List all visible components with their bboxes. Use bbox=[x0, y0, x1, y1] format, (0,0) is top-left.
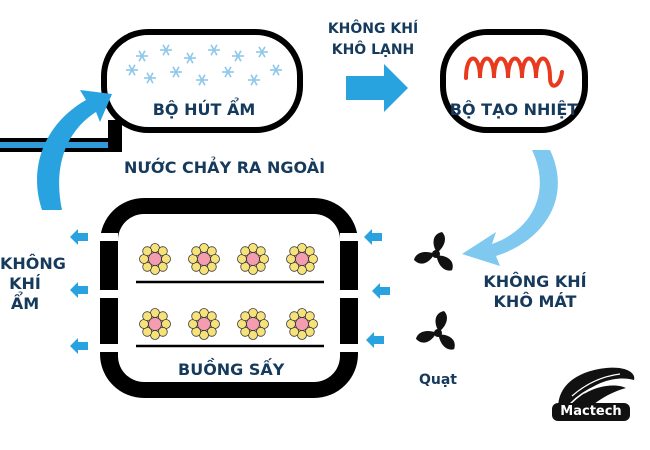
arrow-heater-to-fans bbox=[462, 150, 558, 266]
cold-dry-air-label-line1: KHÔNG KHÍ bbox=[327, 21, 419, 37]
arrow-cold-dry-air bbox=[346, 64, 408, 112]
dehumidifier-unit bbox=[101, 29, 303, 133]
humid-air-label-line3: ẨM bbox=[10, 294, 40, 313]
heater-unit bbox=[440, 29, 588, 133]
heating-coil-icon bbox=[464, 56, 564, 88]
cold-dry-air-label-line2: KHÔ LẠNH bbox=[331, 42, 415, 58]
fan-icon bbox=[412, 232, 459, 352]
dry-cool-air-label-line1: KHÔNG KHÍ bbox=[483, 272, 587, 291]
logo-text: Mactech bbox=[560, 404, 622, 419]
dehumidifier-label: BỘ HÚT ẨM bbox=[152, 100, 256, 119]
arrows-air-into-chamber bbox=[364, 229, 390, 348]
feather-logo-icon bbox=[552, 367, 635, 421]
humid-air-label-line2: KHÍ bbox=[9, 274, 41, 293]
arrows-humid-air-out bbox=[70, 229, 88, 354]
humid-air-label-line1: KHÔNG bbox=[0, 254, 66, 273]
arrow-humid-air-to-dehumidifier bbox=[37, 90, 113, 210]
fan-label: Quạt bbox=[418, 372, 457, 388]
drying-chamber-label: BUỒNG SẤY bbox=[178, 360, 285, 379]
heater-label: BỘ TẠO NHIỆT bbox=[449, 100, 579, 119]
water-out-label: NƯỚC CHẢY RA NGOÀI bbox=[124, 158, 326, 177]
dry-cool-air-label-line2: KHÔ MÁT bbox=[493, 292, 577, 311]
drying-chamber bbox=[100, 198, 358, 398]
